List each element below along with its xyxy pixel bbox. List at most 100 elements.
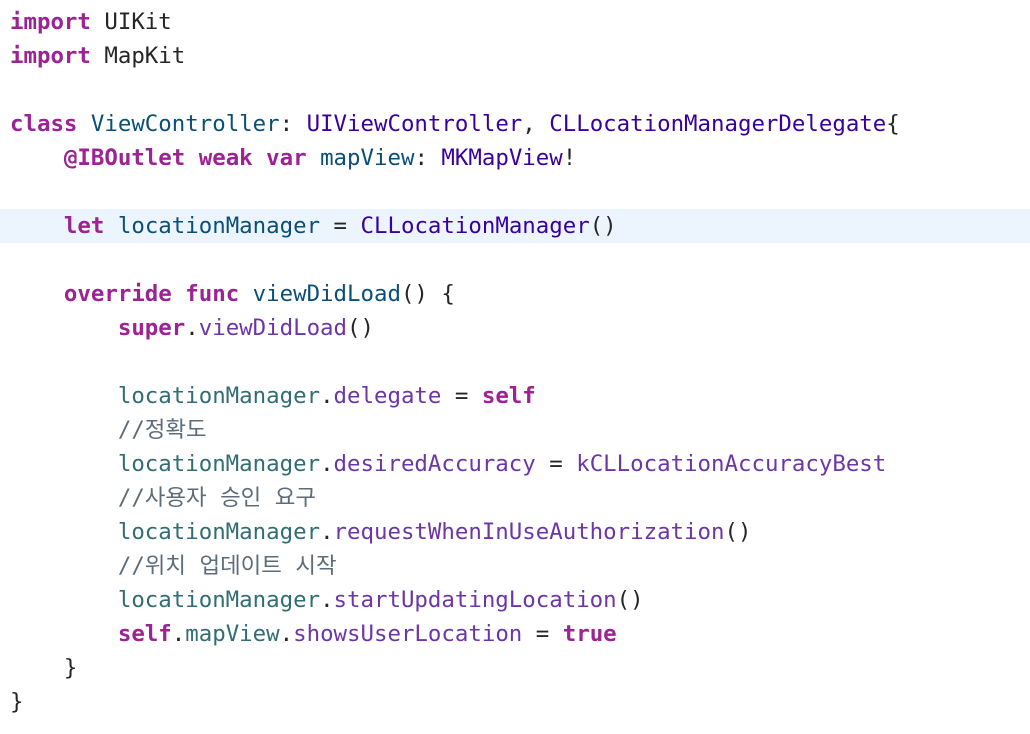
code-line-text: locationManager.requestWhenInUseAuthoriz… (10, 515, 752, 549)
code-token (10, 213, 64, 239)
code-line-text: locationManager.desiredAccuracy = kCLLoc… (10, 447, 886, 481)
code-token: () (589, 213, 617, 239)
code-token: = (320, 213, 361, 239)
code-token: locationManager (117, 587, 321, 613)
code-token: } (63, 655, 78, 681)
code-token: : (279, 111, 307, 137)
code-token (10, 383, 118, 409)
code-token (10, 315, 118, 341)
code-line[interactable] (0, 243, 1030, 277)
code-token: //사용자 승인 요구 (117, 485, 316, 511)
code-token: = (522, 621, 563, 647)
code-token: locationManager (117, 383, 321, 409)
code-token: @IBOutlet (63, 145, 186, 171)
code-line-text: //정확도 (10, 413, 207, 447)
code-token: showsUserLocation (293, 621, 523, 647)
code-token: CLLocationManagerDelegate (549, 111, 887, 137)
code-token (307, 145, 320, 171)
code-line[interactable] (0, 345, 1030, 379)
code-token: //정확도 (117, 417, 207, 443)
code-token: locationManager (117, 451, 321, 477)
code-token: viewDidLoad (198, 315, 348, 341)
code-token (172, 281, 185, 307)
code-token: self (117, 621, 172, 647)
code-token: desiredAccuracy (333, 451, 536, 477)
code-token (10, 553, 118, 579)
code-token: override (63, 281, 172, 307)
code-token: //위치 업데이트 시작 (117, 553, 337, 579)
code-token (77, 111, 90, 137)
code-token (104, 213, 117, 239)
code-line[interactable]: //사용자 승인 요구 (0, 481, 1030, 515)
code-token: , (522, 111, 550, 137)
code-token: : (414, 145, 442, 171)
code-token: kCLLocationAccuracyBest (576, 451, 887, 477)
code-line[interactable]: import UIKit (0, 5, 1030, 39)
code-token: mapView (185, 621, 280, 647)
code-token (10, 417, 118, 443)
code-token: CLLocationManager (360, 213, 590, 239)
code-line[interactable]: super.viewDidLoad() (0, 311, 1030, 345)
code-line[interactable]: import MapKit (0, 39, 1030, 73)
code-token: () { (400, 281, 455, 307)
code-line[interactable]: locationManager.requestWhenInUseAuthoriz… (0, 515, 1030, 549)
code-line[interactable]: self.mapView.showsUserLocation = true (0, 617, 1030, 651)
code-token: } (10, 689, 24, 715)
code-token: true (562, 621, 617, 647)
code-line[interactable]: @IBOutlet weak var mapView: MKMapView! (0, 141, 1030, 175)
code-token: . (279, 621, 294, 647)
code-line[interactable]: locationManager.startUpdatingLocation() (0, 583, 1030, 617)
code-line-text: import UIKit (10, 5, 172, 39)
code-line-text: override func viewDidLoad() { (10, 277, 455, 311)
code-token (10, 145, 64, 171)
code-token: . (320, 587, 334, 613)
code-token: MKMapView (441, 145, 563, 171)
code-line[interactable]: } (0, 651, 1030, 685)
code-line[interactable]: locationManager.delegate = self (0, 379, 1030, 413)
code-token: . (320, 451, 334, 477)
code-token: UIKit (90, 9, 172, 35)
code-token: . (320, 383, 334, 409)
code-line[interactable]: class ViewController: UIViewController, … (0, 107, 1030, 141)
code-line[interactable]: locationManager.desiredAccuracy = kCLLoc… (0, 447, 1030, 481)
code-line-text: super.viewDidLoad() (10, 311, 374, 345)
code-line-text: class ViewController: UIViewController, … (10, 107, 900, 141)
code-token: requestWhenInUseAuthorization (333, 519, 725, 545)
code-token: () (724, 519, 752, 545)
code-token: ViewController (90, 111, 280, 137)
code-line[interactable]: //위치 업데이트 시작 (0, 549, 1030, 583)
code-token: var (266, 145, 307, 171)
code-token (10, 485, 118, 511)
code-token: locationManager (117, 519, 321, 545)
code-token: import (10, 9, 91, 35)
code-line-text: //위치 업데이트 시작 (10, 549, 337, 583)
code-line[interactable]: override func viewDidLoad() { (0, 277, 1030, 311)
code-token: () (347, 315, 374, 341)
code-line-text: } (10, 685, 23, 719)
code-token: weak (198, 145, 253, 171)
code-line[interactable]: //정확도 (0, 413, 1030, 447)
code-token (10, 519, 118, 545)
code-token: class (10, 111, 78, 137)
code-token (10, 451, 118, 477)
code-token: self (481, 383, 536, 409)
code-token: let (63, 213, 105, 239)
code-token: delegate (333, 383, 442, 409)
code-token: startUpdatingLocation (333, 587, 617, 613)
code-line[interactable] (0, 73, 1030, 107)
code-token (10, 587, 118, 613)
code-line[interactable] (0, 175, 1030, 209)
code-token: = (441, 383, 482, 409)
code-line-text: @IBOutlet weak var mapView: MKMapView! (10, 141, 576, 175)
code-line-text: locationManager.startUpdatingLocation() (10, 583, 644, 617)
code-token: ! (562, 145, 577, 171)
code-line-current[interactable]: let locationManager = CLLocationManager(… (0, 209, 1030, 243)
code-line-text: let locationManager = CLLocationManager(… (10, 209, 617, 243)
code-token (239, 281, 252, 307)
code-token (10, 621, 118, 647)
code-token: UIViewController (306, 111, 523, 137)
code-line-text: self.mapView.showsUserLocation = true (10, 617, 617, 651)
code-line[interactable]: } (0, 685, 1030, 719)
code-token (253, 145, 266, 171)
